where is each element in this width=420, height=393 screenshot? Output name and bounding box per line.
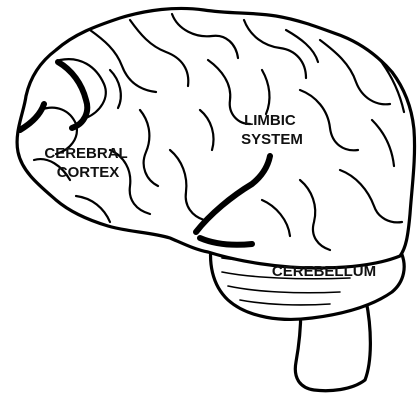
cerebrum-outline <box>17 8 414 268</box>
cerebellum-label: CEREBELLUM <box>272 263 376 280</box>
limbic-system-line2: SYSTEM <box>241 131 303 148</box>
cerebral-cortex-line2: CORTEX <box>57 164 120 181</box>
limbic-system-line1: LIMBIC <box>244 112 296 129</box>
cerebral-cortex-line1: CEREBRAL <box>44 145 127 162</box>
